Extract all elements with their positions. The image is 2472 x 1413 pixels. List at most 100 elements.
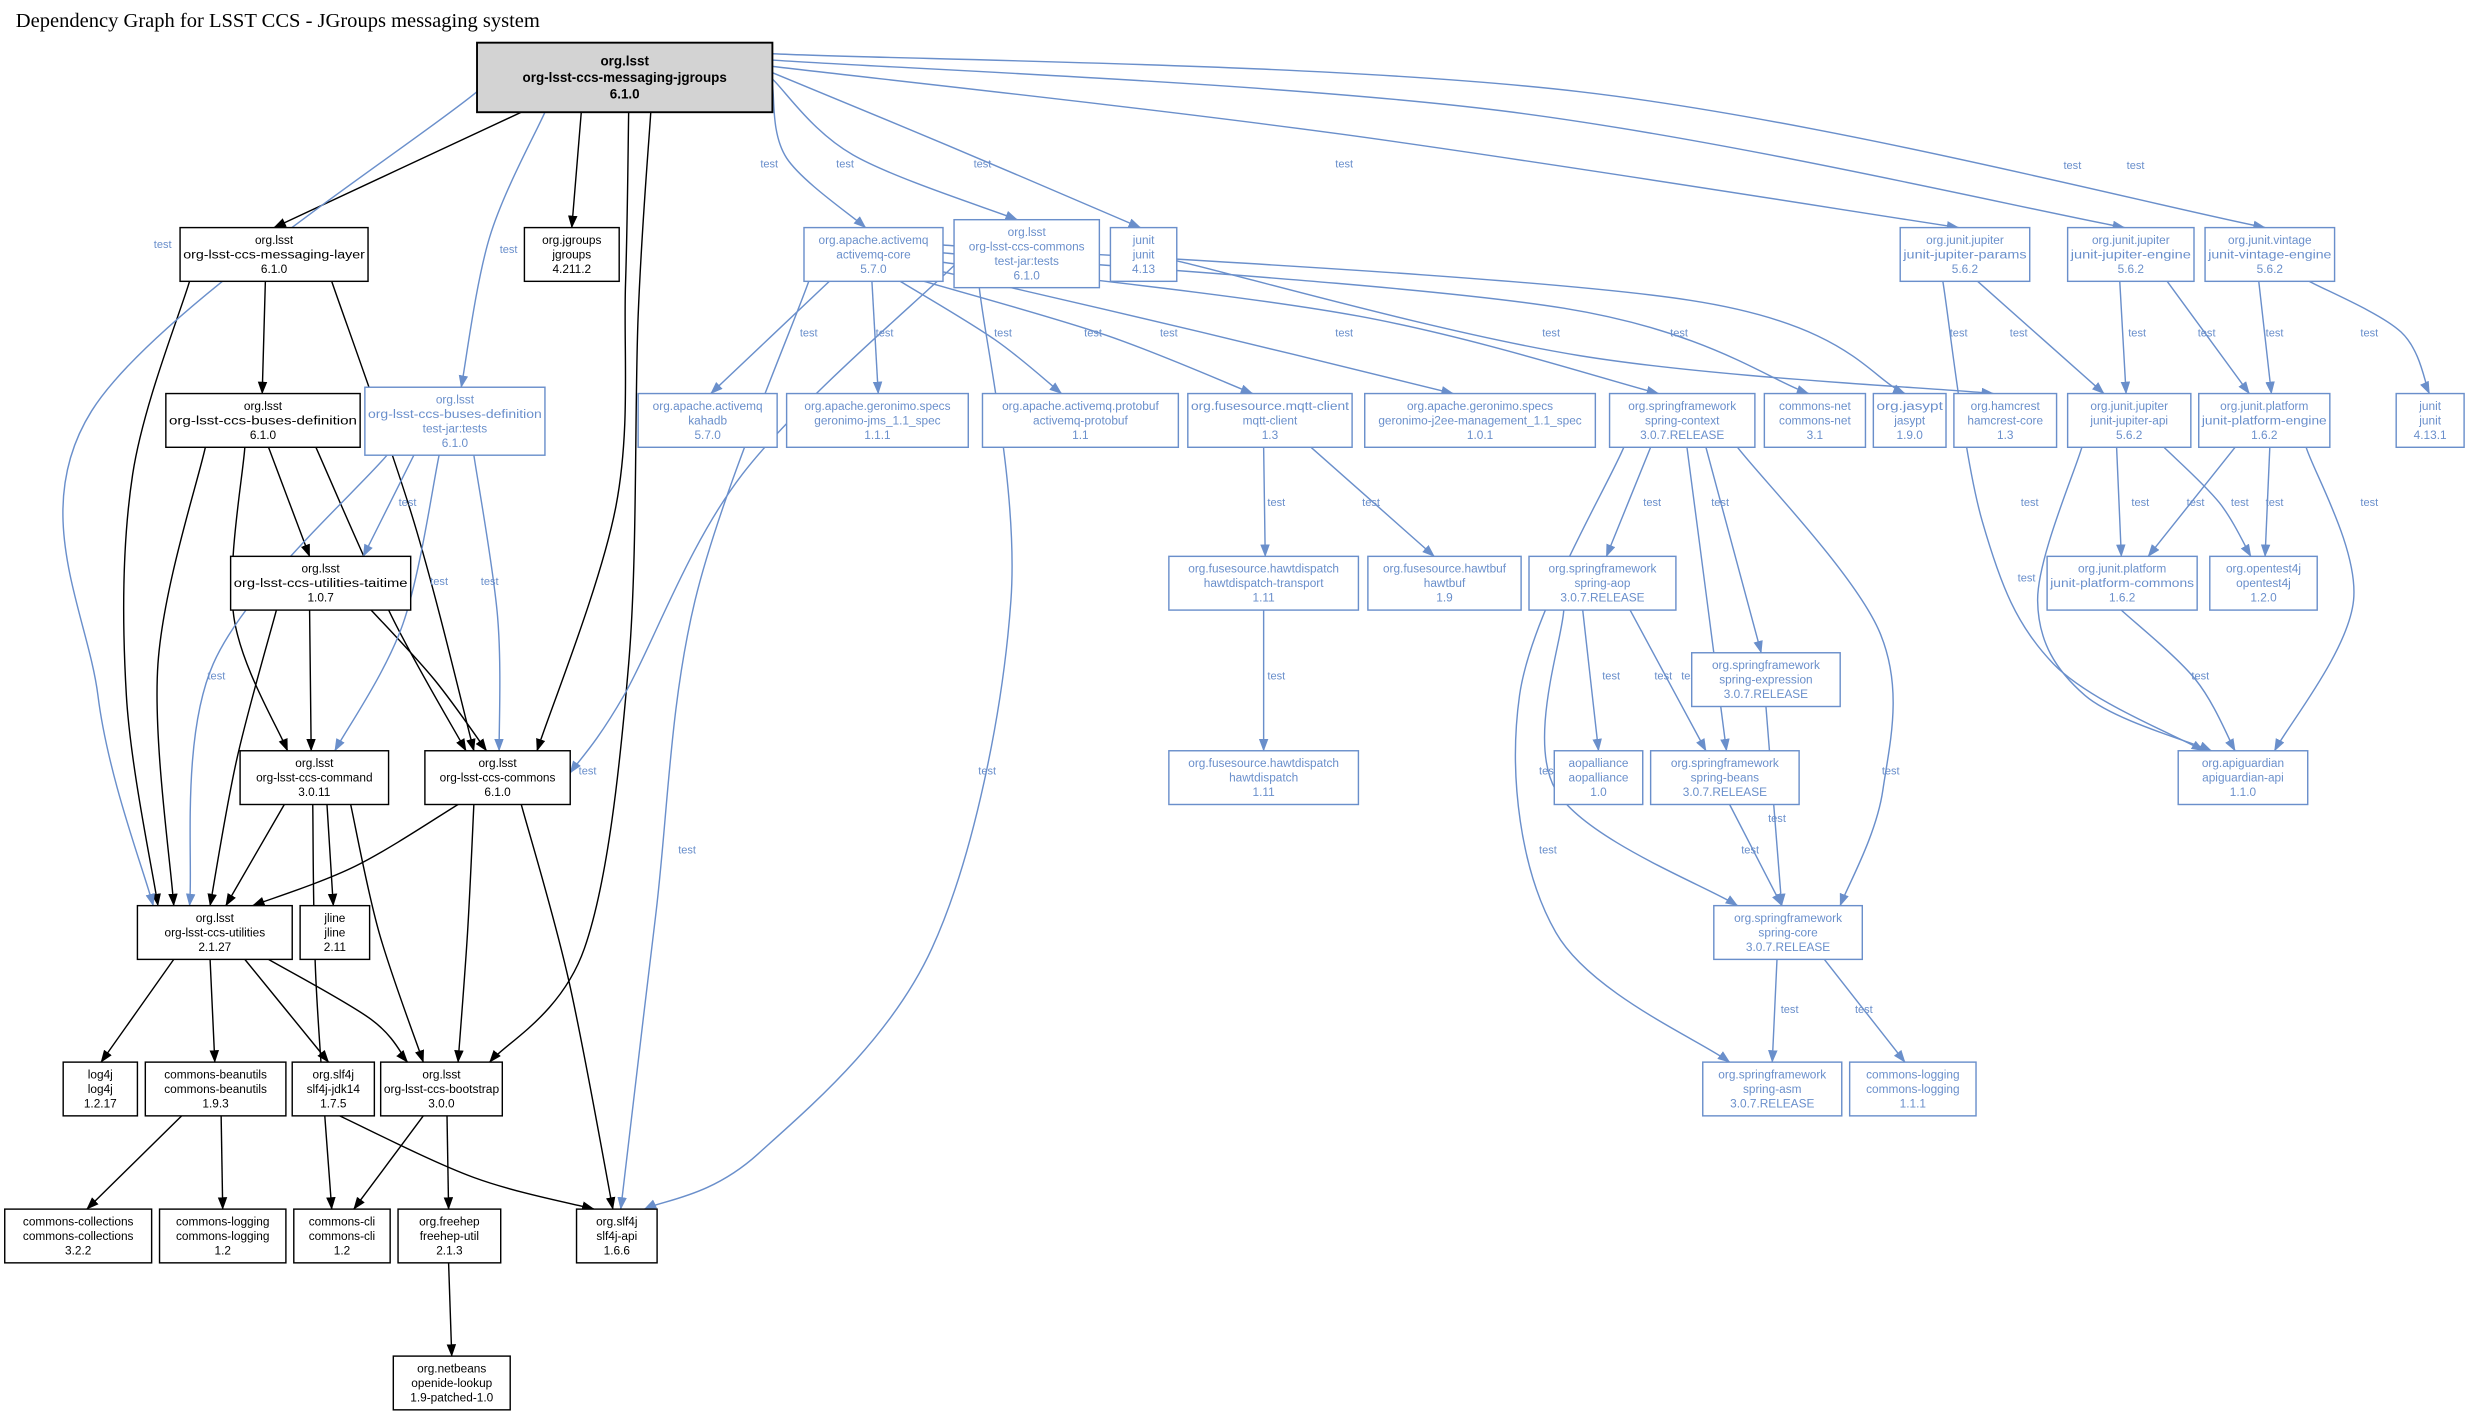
edge-ccs-commons-tests--ccs-commons xyxy=(569,265,955,774)
edge-spring-aop--aopalliance xyxy=(1582,610,1602,752)
edge-scope-label: test xyxy=(2128,328,2146,340)
edge-scope-label: test xyxy=(760,159,778,171)
node-label: 1.1 xyxy=(1072,428,1089,442)
edge-scope-label: test xyxy=(1084,328,1102,340)
edge-ccs-bootstrap--freehep-util xyxy=(443,1115,454,1210)
node-box xyxy=(953,218,1101,289)
node-label: org.lsst xyxy=(478,756,517,770)
node-label: org.lsst xyxy=(255,233,294,247)
node-label: hawtdispatch-transport xyxy=(1204,576,1324,590)
node-label: 5.7.0 xyxy=(860,262,887,276)
edge-scope-label: test xyxy=(876,328,894,340)
edge-scope-label: test xyxy=(678,844,696,856)
node-box xyxy=(144,1061,287,1117)
edge-ccs-commons--ccs-utilities xyxy=(251,803,459,907)
graph-title: Dependency Graph for LSST CCS - JGroups … xyxy=(16,10,540,32)
node-label: org.lsst xyxy=(196,911,235,925)
node-spring-context: org.springframeworkspring-context3.0.7.R… xyxy=(1608,392,1756,449)
edge-utilities-taitime--ccs-command xyxy=(306,610,316,752)
node-commons-collections: commons-collectionscommons-collections3.… xyxy=(4,1208,153,1264)
node-label: org-lsst-ccs-bootstrap xyxy=(384,1082,500,1096)
node-box xyxy=(1367,555,1522,611)
node-label: org-lsst-ccs-buses-definition xyxy=(368,407,542,421)
node-label: spring-expression xyxy=(1719,673,1812,687)
node-label: org.opentest4j xyxy=(2226,562,2301,576)
node-label: aopalliance xyxy=(1569,756,1629,770)
edge-scope-label: test xyxy=(1542,328,1560,340)
node-buses-definition-tests: org.lsstorg-lsst-ccs-buses-definitiontes… xyxy=(364,386,546,456)
node-label: junit xyxy=(1132,233,1155,247)
edge-scope-label: test xyxy=(2360,328,2378,340)
node-label: org.junit.vintage xyxy=(2228,233,2312,247)
node-label: commons-net xyxy=(1779,413,1851,427)
node-junit-jupiter-params: org.junit.jupiterjunit-jupiter-params5.6… xyxy=(1899,226,2031,283)
node-label: jline xyxy=(323,911,345,925)
node-box xyxy=(1848,1061,1977,1117)
edge-activemq-core--mqtt-client xyxy=(923,280,1254,395)
edge-ccs-utilities--slf4j-jdk14 xyxy=(244,958,330,1063)
node-box xyxy=(637,392,778,449)
node-box xyxy=(1168,555,1360,611)
node-box xyxy=(136,904,293,961)
edge-messaging-jgroups--buses-definition-tests xyxy=(458,111,546,389)
node-label: 1.1.1 xyxy=(864,428,891,442)
node-label: 3.0.7.RELEASE xyxy=(1730,1097,1814,1111)
edge-junit-platform-commons--apiguardian-api xyxy=(2120,609,2236,752)
node-label: org.apache.geronimo.specs xyxy=(1407,399,1553,413)
node-box xyxy=(4,1208,153,1264)
node-hawtdispatch: org.fusesource.hawtdispatchhawtdispatch1… xyxy=(1168,750,1360,806)
node-box xyxy=(158,1208,287,1264)
node-label: jgroups xyxy=(551,247,591,261)
node-spring-aop: org.springframeworkspring-aop3.0.7.RELEA… xyxy=(1528,555,1677,611)
node-label: commons-collections xyxy=(23,1229,134,1243)
node-label: commons-logging xyxy=(1866,1067,1959,1081)
node-label: 1.3 xyxy=(1262,428,1279,442)
node-box xyxy=(397,1208,502,1264)
edge-scope-label: test xyxy=(800,328,818,340)
node-spring-asm: org.springframeworkspring-asm3.0.7.RELEA… xyxy=(1702,1061,1843,1117)
node-box xyxy=(1364,392,1597,449)
edge-scope-label: test xyxy=(579,765,597,777)
edge-spring-context--spring-asm xyxy=(1514,447,1731,1063)
node-box xyxy=(2204,226,2336,283)
edge-ccs-utilities--commons-beanutils xyxy=(209,959,220,1063)
node-label: slf4j-api xyxy=(596,1229,637,1243)
edge-scope-label: test xyxy=(974,159,992,171)
node-box xyxy=(981,392,1180,449)
node-label: mqtt-client xyxy=(1243,413,1298,427)
edge-ccs-commons-tests--slf4j-api xyxy=(643,287,1013,1210)
node-label: org.lsst xyxy=(1008,225,1047,239)
node-label: org.apache.activemq xyxy=(819,233,929,247)
node-geronimo-jms: org.apache.geronimo.specsgeronimo-jms_1.… xyxy=(785,392,969,449)
node-utilities-taitime: org.lsstorg-lsst-ccs-utilities-taitime1.… xyxy=(229,555,412,611)
edge-scope-label: test xyxy=(1855,1004,1873,1016)
node-box xyxy=(1109,226,1178,283)
edge-scope-label: test xyxy=(2021,497,2039,509)
node-label: 2.11 xyxy=(324,940,347,954)
node-label: 5.6.2 xyxy=(1952,262,1978,276)
node-label: commons-collections xyxy=(23,1214,134,1228)
edge-spring-context--spring-beans xyxy=(1686,447,1730,752)
node-label: slf4j-jdk14 xyxy=(307,1082,361,1096)
node-label: 6.1.0 xyxy=(610,87,640,102)
node-label: org.apiguardian xyxy=(2202,756,2284,770)
edge-buses-definition-tests--ccs-utilities xyxy=(185,454,388,907)
node-label: 1.0.7 xyxy=(307,591,333,605)
node-label: 2.1.3 xyxy=(436,1244,463,1258)
edge-scope-label: test xyxy=(2010,328,2028,340)
node-buses-definition: org.lsstorg-lsst-ccs-buses-definition6.1… xyxy=(165,392,361,449)
node-label: 1.9.0 xyxy=(1897,428,1924,442)
node-label: geronimo-jms_1.1_spec xyxy=(814,413,940,427)
node-label: org.lsst xyxy=(295,756,334,770)
node-messaging-jgroups: org.lsstorg-lsst-ccs-messaging-jgroups6.… xyxy=(476,41,774,114)
node-box xyxy=(1763,392,1867,449)
edge-messaging-jgroups--jgroups xyxy=(568,112,582,229)
node-label: junit-jupiter-api xyxy=(2089,413,2168,427)
node-box xyxy=(785,392,969,449)
